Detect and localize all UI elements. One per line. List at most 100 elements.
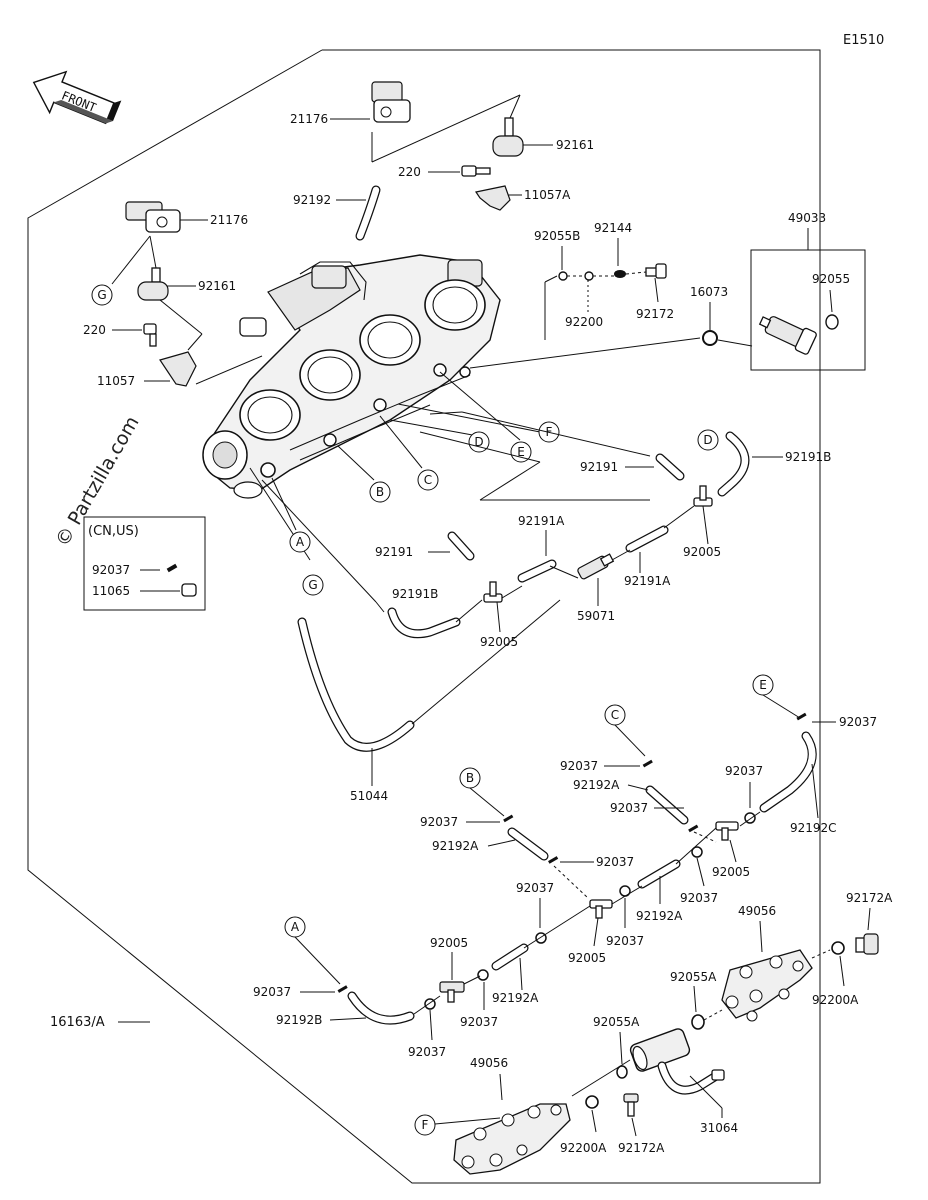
joint-part — [439, 981, 465, 1003]
svg-text:F: F — [422, 1118, 429, 1132]
washer-part — [584, 271, 594, 281]
t-fitting-part — [693, 485, 713, 507]
clamp-part — [691, 846, 703, 858]
svg-text:G: G — [97, 288, 106, 302]
part-label: 92192A — [432, 839, 479, 853]
o-ring-part — [616, 1065, 628, 1079]
svg-text:E: E — [759, 678, 767, 692]
cap-part — [614, 270, 626, 278]
cap-part — [181, 583, 197, 597]
o-ring-part — [825, 314, 839, 330]
clamp-part — [503, 814, 514, 823]
svg-text:C: C — [611, 708, 619, 722]
part-label: 92172 — [636, 307, 674, 321]
callout-B: B — [459, 767, 481, 789]
part-label: 92192A — [573, 778, 620, 792]
clamp-part — [744, 812, 756, 824]
part-label: 92055B — [534, 229, 580, 243]
clamp-part — [424, 998, 436, 1010]
part-label: 92005 — [480, 635, 518, 649]
svg-text:G: G — [308, 578, 317, 592]
callout-D: D — [468, 431, 490, 453]
part-label: 92191 — [375, 545, 413, 559]
washer-part — [585, 1095, 599, 1109]
part-label: 92005 — [683, 545, 721, 559]
front-arrow-icon: FRONT — [32, 70, 122, 125]
part-label: 51044 — [350, 789, 388, 803]
part-label: 220 — [83, 323, 106, 337]
part-label: 92037 — [725, 764, 763, 778]
fuel-pipe-part — [629, 1028, 725, 1095]
part-label: 92161 — [198, 279, 236, 293]
part-label: 92192C — [790, 821, 837, 835]
clamp-part — [166, 563, 178, 573]
injector-part — [758, 316, 817, 355]
part-label: 92037 — [253, 985, 291, 999]
part-label: 92200 — [565, 315, 603, 329]
frame-label: 16163/A — [50, 1015, 105, 1030]
bolt-part — [645, 263, 667, 279]
part-label: 92005 — [430, 936, 468, 950]
svg-text:A: A — [296, 535, 305, 549]
part-label: 92191A — [518, 514, 565, 528]
t-fitting-part — [483, 581, 503, 603]
assembly-frame — [27, 49, 821, 1184]
svg-text:D: D — [474, 435, 483, 449]
callout-E: E — [510, 441, 532, 463]
callout-A: A — [284, 916, 306, 938]
part-label: 92037 — [516, 881, 554, 895]
clamp-part — [477, 969, 489, 981]
joint-part — [577, 553, 615, 580]
part-label: 92037 — [92, 563, 130, 577]
callout-E: E — [752, 674, 774, 696]
callout-B: B — [369, 481, 391, 503]
part-label: 92192A — [636, 909, 683, 923]
callout-C: C — [417, 469, 439, 491]
part-label: 92191A — [624, 574, 671, 588]
part-label: 11065 — [92, 584, 130, 598]
callout-G: G — [91, 284, 113, 306]
part-label: 92037 — [596, 855, 634, 869]
svg-text:E: E — [517, 445, 525, 459]
part-label: 92191 — [580, 460, 618, 474]
fuel-rail-part — [453, 1103, 571, 1175]
part-label: 92037 — [408, 1045, 446, 1059]
bracket-part — [159, 351, 197, 387]
part-label: 92055A — [593, 1015, 640, 1029]
part-label: 92055 — [812, 272, 850, 286]
washer-part — [558, 271, 568, 281]
sensor-part — [137, 267, 169, 301]
region-box — [83, 516, 206, 611]
part-label: 92172A — [618, 1141, 665, 1155]
svg-text:B: B — [466, 771, 474, 785]
svg-text:D: D — [703, 433, 712, 447]
bolt-part — [461, 165, 491, 177]
clamp-part — [796, 712, 807, 721]
fuel-rail-part — [721, 949, 813, 1022]
part-label: 92172A — [846, 891, 893, 905]
part-label: 92037 — [560, 759, 598, 773]
clamp-part — [337, 985, 348, 993]
bracket-part — [475, 185, 511, 211]
sensor-part — [371, 81, 411, 123]
washer-part — [831, 941, 845, 955]
part-label: 11057 — [97, 374, 135, 388]
sensor-part — [492, 117, 524, 157]
part-label: 92200A — [560, 1141, 607, 1155]
part-label: 92037 — [420, 815, 458, 829]
svg-text:C: C — [424, 473, 432, 487]
sensor-part — [125, 201, 181, 233]
clamp-part — [548, 856, 559, 864]
callout-G: G — [302, 574, 324, 596]
diagram-code: E1510 — [843, 33, 884, 48]
region-box-label: (CN,US) — [88, 524, 139, 539]
part-label: 92037 — [839, 715, 877, 729]
t-fitting-part — [589, 899, 613, 919]
part-label: 92192B — [276, 1013, 322, 1027]
o-ring-part — [691, 1014, 705, 1030]
throttle-body-assembly — [202, 254, 501, 499]
part-label: 16073 — [690, 285, 728, 299]
part-label: 92037 — [460, 1015, 498, 1029]
part-label: 49056 — [470, 1056, 508, 1070]
part-label: 92005 — [712, 865, 750, 879]
